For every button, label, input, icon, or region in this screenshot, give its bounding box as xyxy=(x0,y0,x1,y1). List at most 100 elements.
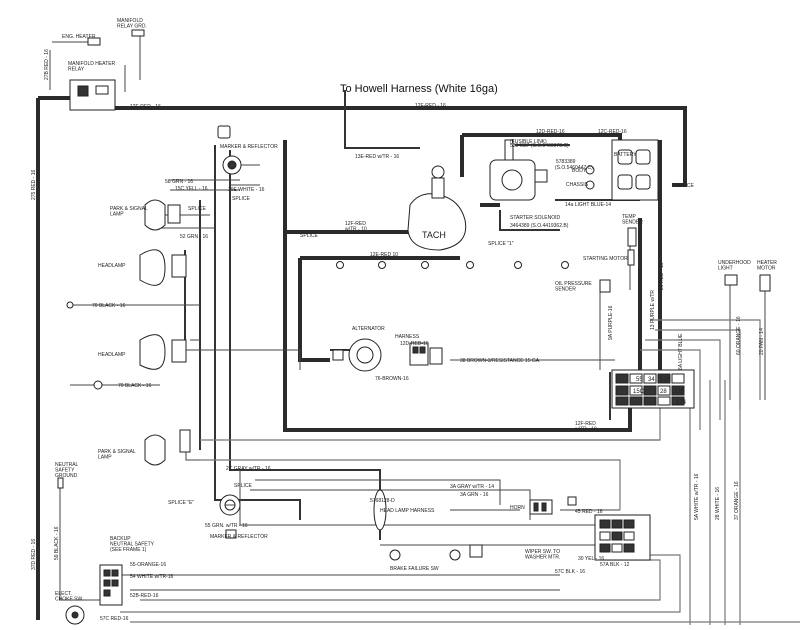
junction-dot xyxy=(421,261,429,269)
label-horn: HORN xyxy=(510,505,525,511)
wire-label-vertical: 13 PURPLE w/TR xyxy=(650,290,656,330)
wire-label: 55-ORANGE-16 xyxy=(130,562,166,568)
label-splice-d: SPLICE xyxy=(232,196,250,202)
wire-label: 3A GRN - 16 xyxy=(460,492,489,498)
wire-label: 12E-RED 10 xyxy=(370,252,398,258)
connector-code: 52A xyxy=(660,377,671,383)
wire-label: 13E-RED w/TR - 16 xyxy=(355,154,399,160)
ground-terminal-2 xyxy=(93,380,103,390)
distributor xyxy=(407,165,467,251)
wire-label: 57C RED-16 xyxy=(100,616,129,622)
wire-label-vertical: 28 WHITE - 16 xyxy=(715,487,721,520)
wire-label: 15C YELL - 16 xyxy=(175,186,208,192)
junction-dot xyxy=(561,261,569,269)
park-signal-lamp-top xyxy=(144,199,181,231)
wire-label-vertical: 6A LIGHT BLUE xyxy=(678,333,684,370)
wire-label: 30 YEL - 16 xyxy=(578,556,604,562)
wire-label-vertical: 59 BLACK - 16 xyxy=(54,526,60,560)
label-starter-solenoid: STARTER SOLENOID xyxy=(510,215,560,221)
annotation-howell: To Howell Harness (White 16ga) xyxy=(340,83,498,95)
horn xyxy=(529,499,553,515)
part-number: 5783389 xyxy=(556,159,576,165)
starter-solenoid xyxy=(489,139,548,201)
label-splice-a: SPLICE xyxy=(300,233,318,239)
wire-label-vertical: 60 ORANGE - 16 xyxy=(736,316,742,355)
manifold-relay-ground xyxy=(131,29,145,37)
part-number: 5768128-D xyxy=(370,498,395,504)
annotation-tach: TACH xyxy=(422,230,446,240)
wire-label-vertical: 9A PURPLE-16 xyxy=(608,305,614,340)
junction-dot xyxy=(514,261,522,269)
bulkhead-connector xyxy=(611,369,695,409)
body-ground xyxy=(585,165,595,175)
headlamp-1 xyxy=(139,249,187,286)
dash-connector-block xyxy=(594,514,651,561)
part-number: (S.O.5460447.C) xyxy=(555,165,593,171)
wire-label: 55 GRN. w/TR - 16 xyxy=(205,523,248,529)
label-chassis: CHASSIS xyxy=(566,182,589,188)
wire-label: 12C-RED-16 xyxy=(598,129,627,135)
wire-label: 70 BLACK - 16 xyxy=(118,383,152,389)
wire-label: 70 BLACK - 16 xyxy=(92,303,126,309)
backup-neutral-safety-switch xyxy=(99,564,123,606)
junction-dot xyxy=(336,261,344,269)
wire-label: 52B-RED-16 xyxy=(130,593,159,599)
head-lamp-harness xyxy=(373,489,387,531)
wire-label: 45 RED - 16 xyxy=(575,509,603,515)
mid-wires xyxy=(184,90,640,540)
label-head-lamp-harness: HEAD LAMP HARNESS xyxy=(380,508,435,514)
label-starting-motor: STARTING MOTOR xyxy=(583,256,628,262)
label-body: BODY xyxy=(572,168,587,174)
wire-label: 19E WHITE - 16 xyxy=(228,187,265,193)
manifold-heater-relay xyxy=(69,79,116,111)
wire-label-vertical: 37D RED - 16 xyxy=(31,539,37,570)
connector-code: 55 xyxy=(636,377,643,383)
label-headlamp-2: HEADLAMP xyxy=(98,352,126,358)
starting-motor-terminal xyxy=(627,249,635,266)
label-alternator: ALTERNATOR xyxy=(352,326,385,332)
connector-code: 15C xyxy=(633,389,645,395)
connector-code: 34 xyxy=(648,377,655,383)
gray-harness-wires xyxy=(120,319,800,625)
wire-label-vertical: 37 ORANGE - 16 xyxy=(734,481,740,520)
wire-label: 14a LIGHT BLUE-14 xyxy=(565,202,611,208)
labels: To Howell Harness (White 16ga) TACH ENG.… xyxy=(31,18,777,622)
marker-reflector-bottom xyxy=(225,529,237,539)
label-splice-b: SPLICE xyxy=(676,183,694,189)
junction-dot xyxy=(466,261,474,269)
wire-label-vertical: 27B RED - 16 xyxy=(44,49,50,80)
part-number: 3464389 (S.O.4419362.B) xyxy=(510,223,569,229)
connector-code: 12F xyxy=(674,389,685,395)
wire-label: 57C BLK - 16 xyxy=(555,569,585,575)
label-eng-heater: ENG. HEATER xyxy=(62,34,96,40)
wire-label: 54 WHITE w/TR-16 xyxy=(130,574,174,580)
chassis-ground xyxy=(585,180,595,190)
wire-label-vertical: 5A WHITE w/TR - 16 xyxy=(694,473,700,520)
label-marker-reflector-top: MARKER & REFLECTOR xyxy=(220,144,278,150)
connector-code: 174 xyxy=(676,400,687,406)
wire-label: 57A BLK - 12 xyxy=(600,562,630,568)
horn-ground xyxy=(567,496,577,506)
wire-label-vertical: 275 RED - 16 xyxy=(31,169,37,200)
wire-label: 12D-RED-16 xyxy=(400,341,429,347)
label-splice-1: SPLICE "1" xyxy=(488,241,514,247)
thin-wires xyxy=(49,32,766,601)
headlamp-2 xyxy=(139,334,187,370)
brake-failure-switch xyxy=(389,544,483,561)
splice-dots xyxy=(336,261,569,269)
label-brake-failure: BRAKE FAILURE SW xyxy=(390,566,439,572)
wire-label: 76-BROWN-16 xyxy=(375,376,409,382)
bulb-socket-top xyxy=(222,155,242,175)
connector-code: 28 xyxy=(660,389,667,395)
temp-sender xyxy=(627,227,637,247)
label-fusible-link: (FUSIBLE LINK) xyxy=(510,139,547,145)
label-headlamp-1: HEADLAMP xyxy=(98,263,126,269)
